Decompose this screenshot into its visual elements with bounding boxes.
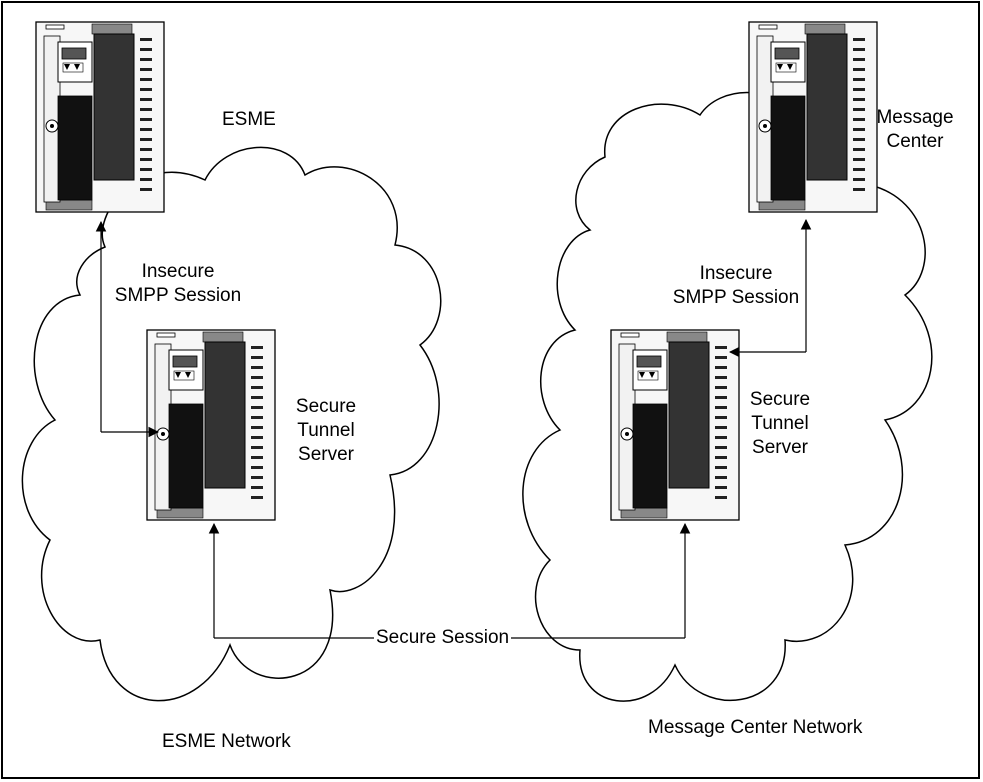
right-insecure-label-line2: SMPP Session (672, 287, 800, 308)
right-tunnel-label: Secure Tunnel Server (740, 388, 820, 460)
message-center-label-line1: Message (876, 107, 954, 128)
mc-network-label: Message Center Network (648, 717, 863, 738)
message-center-server (748, 21, 878, 213)
left-insecure-label-line2: SMPP Session (114, 285, 242, 306)
left-insecure-label-line1: Insecure (141, 261, 215, 282)
right-tunnel-label-line1: Secure (749, 389, 811, 410)
left-tunnel-label-line2: Tunnel (297, 420, 355, 441)
left-tunnel-label-line1: Secure (295, 396, 357, 417)
esme-network-label: ESME Network (162, 731, 291, 752)
left-insecure-label: Insecure SMPP Session (108, 260, 248, 308)
secure-session-label: Secure Session (374, 626, 512, 650)
right-tunnel-server (610, 329, 740, 521)
left-tunnel-server (146, 329, 276, 521)
right-insecure-label: Insecure SMPP Session (668, 262, 804, 310)
message-center-label-line2: Center (886, 131, 944, 152)
right-tunnel-label-line2: Tunnel (751, 413, 809, 434)
esme-label: ESME (222, 109, 276, 130)
left-tunnel-label: Secure Tunnel Server (286, 395, 366, 467)
message-center-label: Message Center (870, 106, 960, 154)
right-tunnel-label-line3: Server (752, 437, 808, 458)
left-tunnel-label-line3: Server (298, 444, 354, 465)
right-insecure-label-line1: Insecure (699, 263, 773, 284)
esme-server (35, 21, 165, 213)
